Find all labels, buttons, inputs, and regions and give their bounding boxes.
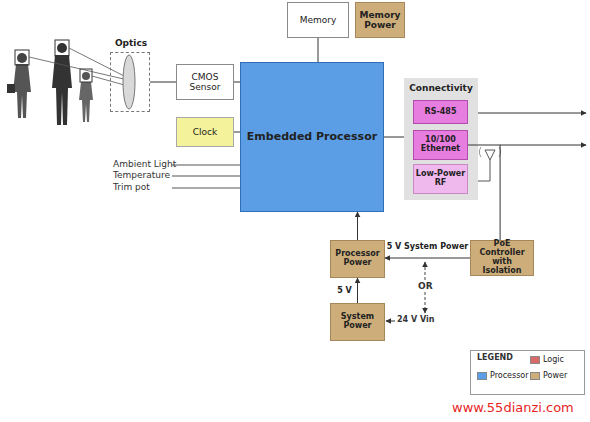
- antenna-waves: [479, 147, 500, 157]
- edge-label: 5 V System Power: [387, 243, 469, 252]
- person-head: [17, 53, 27, 63]
- node-label: CMOS Sensor: [178, 72, 232, 92]
- optics-group: Optics: [110, 52, 150, 112]
- legend-title: LEGEND: [477, 354, 513, 363]
- interface-box: Low-Power RF: [413, 164, 468, 194]
- legend-swatch: [530, 372, 540, 380]
- input-wire: [172, 165, 240, 166]
- connector: [468, 145, 500, 240]
- sensor-box: CMOS Sensor: [176, 64, 234, 100]
- connector: [385, 258, 470, 259]
- legend-text: Processor: [490, 371, 529, 380]
- node-label: PoE Controller with Isolation: [472, 240, 532, 276]
- antenna-symbol: [485, 150, 495, 160]
- legend-text: Power: [543, 371, 567, 380]
- node-label: Embedded Processor: [247, 131, 377, 143]
- lens-symbol: [123, 55, 135, 109]
- node-label: System Power: [332, 313, 383, 331]
- memory-box: Memory: [287, 2, 349, 38]
- bag-symbol: [7, 84, 15, 93]
- node-label: Processor Power: [332, 250, 383, 268]
- node-label: Memory Power: [357, 10, 403, 30]
- power-box: System Power: [330, 303, 385, 341]
- connector: [357, 278, 358, 303]
- face-box: [15, 50, 29, 65]
- supply-input: 24 V Vin: [397, 316, 434, 325]
- input-signal: Temperature: [113, 171, 170, 181]
- node-label: 10/100 Ethernet: [415, 136, 466, 154]
- connector: [384, 137, 404, 138]
- node-label: Clock: [193, 127, 217, 137]
- connector: [357, 212, 358, 240]
- bus-arrow: [470, 113, 586, 114]
- legend-swatch: [530, 356, 540, 364]
- legend-text: Logic: [543, 355, 564, 364]
- connector: [234, 132, 240, 133]
- node-label: Low-Power RF: [415, 170, 466, 188]
- person-head: [57, 43, 67, 53]
- interface-box: 10/100 Ethernet: [413, 130, 468, 160]
- node-label: RS-485: [425, 108, 457, 117]
- interface-box: RS-485: [413, 100, 468, 124]
- power-box: Processor Power: [330, 240, 385, 278]
- person-head: [82, 72, 90, 80]
- person-figure: [52, 55, 72, 125]
- power-box: Memory Power: [355, 2, 405, 38]
- edge-label: 5 V: [337, 286, 352, 295]
- person-figure: [13, 64, 31, 118]
- node-label: Connectivity: [404, 83, 478, 93]
- clock-box: Clock: [176, 117, 234, 147]
- power-box: PoE Controller with Isolation: [470, 240, 534, 276]
- sight-line: [29, 57, 128, 80]
- supply-arrow: [386, 321, 395, 322]
- input-signal: Trim pot: [113, 183, 150, 193]
- input-signal: Ambient Light: [113, 160, 176, 170]
- legend-entry: Processor: [477, 371, 529, 380]
- legend-swatch: [477, 372, 487, 380]
- input-wire: [172, 176, 240, 177]
- connectivity-group: ConnectivityRS-485 10/100 EthernetLow-Pow…: [404, 78, 478, 200]
- or-note: OR: [418, 282, 433, 292]
- connector: [318, 38, 319, 62]
- legend-entry: Logic: [530, 355, 564, 364]
- person-figure: [79, 82, 93, 122]
- legend-entry: Power: [530, 371, 567, 380]
- processor-box: Embedded Processor: [240, 62, 384, 212]
- input-wire: [172, 188, 240, 189]
- face-box: [55, 40, 69, 56]
- network-arrow: [500, 145, 586, 146]
- node-label: Optics: [91, 38, 171, 48]
- watermark: www.55dianzi.com: [452, 401, 574, 415]
- connector: [150, 82, 176, 83]
- connector: [234, 82, 240, 83]
- node-label: Memory: [300, 15, 337, 25]
